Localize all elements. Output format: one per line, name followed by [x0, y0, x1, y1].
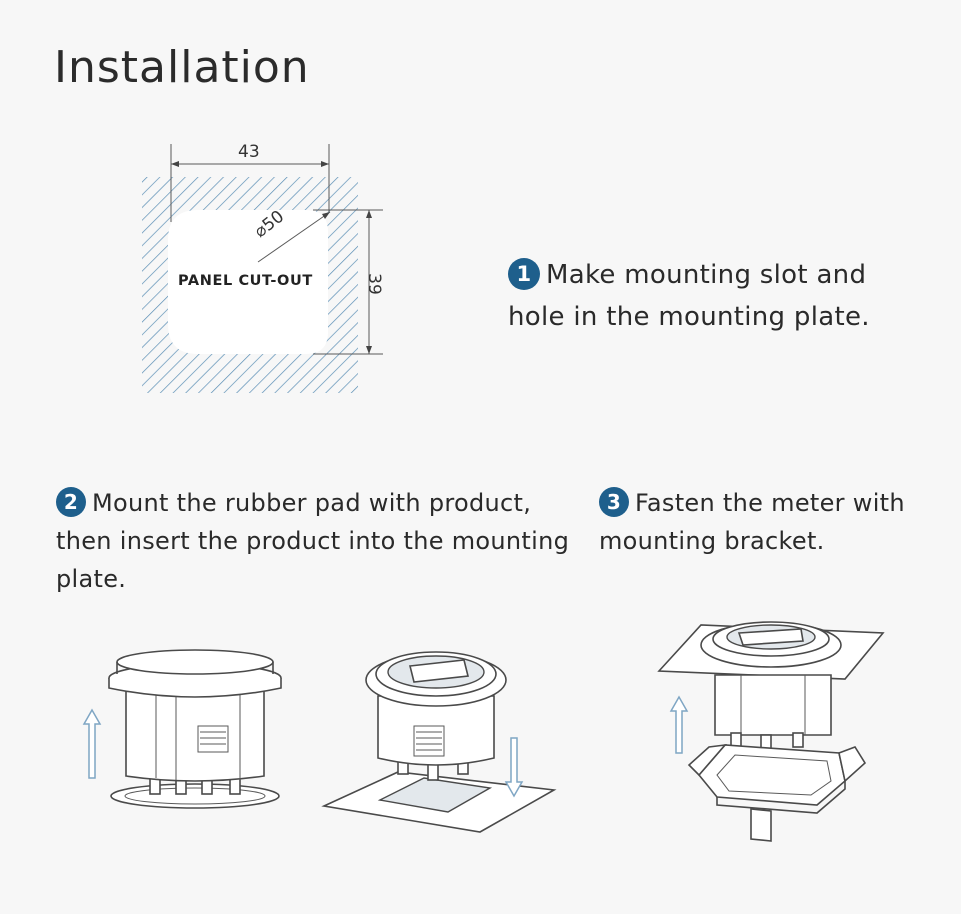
panel-cutout-diagram: 43 39 ⌀50 PANEL CUT-OUT	[128, 132, 398, 397]
step-3-badge: 3	[599, 487, 629, 517]
step-3-text: Fasten the meter with mounting bracket.	[599, 489, 905, 555]
down-arrow-icon	[504, 737, 524, 798]
up-arrow-icon	[82, 708, 102, 779]
step-2-badge: 2	[56, 487, 86, 517]
cutout-hole	[168, 210, 328, 354]
cutout-drawing	[142, 144, 383, 393]
step-2-text: Mount the rubber pad with product, then …	[56, 489, 570, 593]
step-1-text: Make mounting slot and hole in the mount…	[508, 260, 870, 332]
page-title: Installation	[54, 42, 310, 93]
cutout-label: PANEL CUT-OUT	[178, 273, 313, 289]
meter-with-rubber-pad-illustration	[82, 649, 282, 809]
up-arrow-icon	[669, 695, 689, 754]
step-1-badge: 1	[508, 258, 540, 290]
meter-inserting-plate-illustration	[321, 651, 557, 833]
meter-bracket-illustration	[657, 621, 885, 842]
cutout-height-dimension: 39	[363, 273, 384, 295]
cutout-width-dimension: 43	[238, 142, 260, 162]
